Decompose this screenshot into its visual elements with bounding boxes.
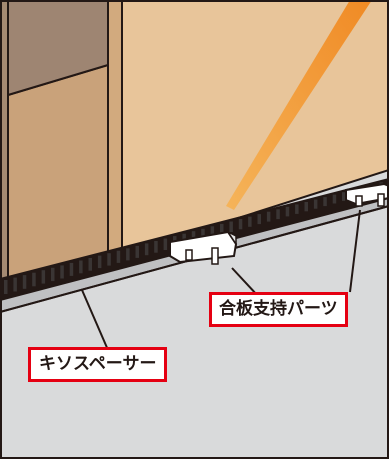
spacer-slot: [229, 221, 233, 232]
spacer-slot: [116, 250, 121, 263]
spacer-slot: [257, 214, 261, 225]
leader-line-spacer: [81, 289, 109, 351]
spacer-slot: [4, 280, 8, 294]
orange-arrow: [226, 0, 372, 210]
leader-line-support-2: [349, 209, 361, 293]
spacer-slot: [126, 248, 130, 261]
spacer-slot: [201, 228, 205, 240]
spacer-slot: [238, 219, 243, 230]
spacer-slot: [248, 216, 252, 227]
spacer-slot: [332, 194, 337, 204]
spacer-slot: [22, 275, 27, 289]
spacer-slot: [144, 243, 149, 256]
plywood-support-part: [169, 230, 238, 265]
spacer-slot: [79, 260, 83, 274]
spacer-slot: [60, 265, 64, 279]
spacer-slot: [69, 262, 74, 276]
spacer-slot: [41, 270, 46, 284]
spacer-slot: [210, 226, 215, 238]
spacer-slot: [220, 223, 224, 235]
spacer-slot: [163, 238, 168, 250]
spacer-slot: [276, 209, 280, 220]
plywood-edge: [107, 0, 123, 260]
label-kiso-spacer: キソスペーサー: [28, 347, 168, 382]
label-plywood-support-parts: 合板支持パーツ: [209, 292, 348, 327]
spacer-slot: [97, 255, 102, 269]
spacer-slot: [323, 197, 327, 207]
spacer-slot: [154, 241, 158, 253]
leader-line-support-1: [231, 267, 259, 297]
spacer-slot: [342, 192, 346, 201]
label-plywood-support-parts-text: 合板支持パーツ: [219, 299, 338, 319]
plywood-support-part: [345, 182, 389, 207]
label-kiso-spacer-text: キソスペーサー: [39, 354, 157, 374]
spacer-slot: [295, 204, 299, 214]
spacer-slot: [32, 272, 36, 287]
spacer-slot: [13, 277, 17, 292]
spacer-slot: [51, 267, 55, 282]
spacer-slot: [107, 253, 111, 266]
spacer-slot: [88, 258, 92, 271]
spacer-slot: [313, 199, 318, 209]
spacer-slot: [191, 231, 196, 243]
spacer-slot: [304, 202, 308, 212]
spacer-slot: [135, 245, 139, 258]
spacer-slot: [266, 211, 271, 222]
spacer-slot: [285, 206, 290, 217]
